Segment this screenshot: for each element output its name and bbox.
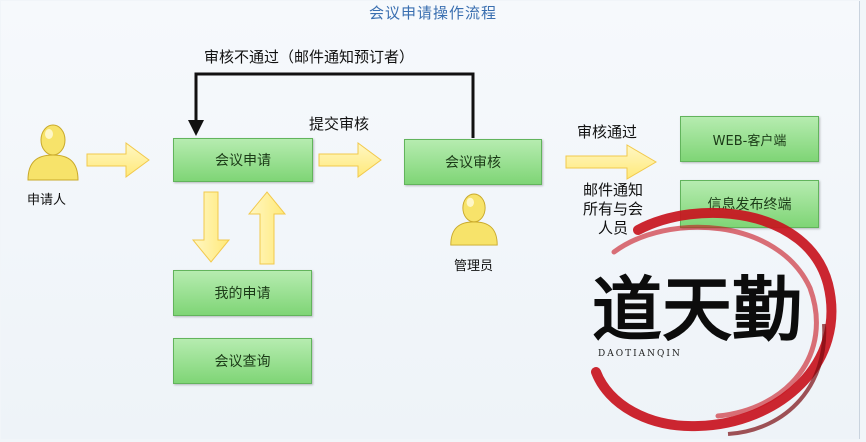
label-notify-line-2: 所有与会	[582, 200, 643, 218]
arrow-reject	[194, 72, 475, 138]
watermark-logo: 道天勤 DAOTIANQIN	[591, 207, 837, 436]
arrow-approve	[565, 144, 657, 180]
arrow-submit	[318, 142, 382, 178]
label-approve: 审核通过	[577, 123, 638, 141]
arrow-applicant-to-apply	[86, 142, 150, 178]
applicant-person-icon	[27, 124, 79, 181]
watermark-subtext: DAOTIANQIN	[598, 349, 682, 359]
arrow-down-to-my-apply	[191, 191, 231, 263]
label-submit: 提交审核	[309, 115, 370, 133]
label-applicant: 申请人	[27, 193, 67, 208]
label-reject: 审核不通过（邮件通知预订者）	[204, 48, 415, 66]
label-notify-line-1: 邮件通知	[582, 181, 643, 199]
arrow-up-to-apply	[247, 191, 287, 265]
node-web-client[interactable]: WEB-客户端	[680, 116, 819, 162]
node-review[interactable]: 会议审核	[404, 139, 542, 185]
admin-person-icon	[450, 193, 498, 246]
arrow-reject-head	[188, 120, 204, 136]
watermark-text: 道天勤	[592, 268, 802, 351]
node-apply[interactable]: 会议申请	[173, 138, 313, 182]
label-notify: 邮件通知 所有与会 人员	[568, 181, 658, 238]
label-admin: 管理员	[454, 259, 494, 274]
node-query[interactable]: 会议查询	[173, 338, 312, 384]
label-notify-line-3: 人员	[597, 219, 628, 237]
diagram-title: 会议申请操作流程	[368, 4, 497, 22]
node-my-apply[interactable]: 我的申请	[173, 270, 312, 316]
